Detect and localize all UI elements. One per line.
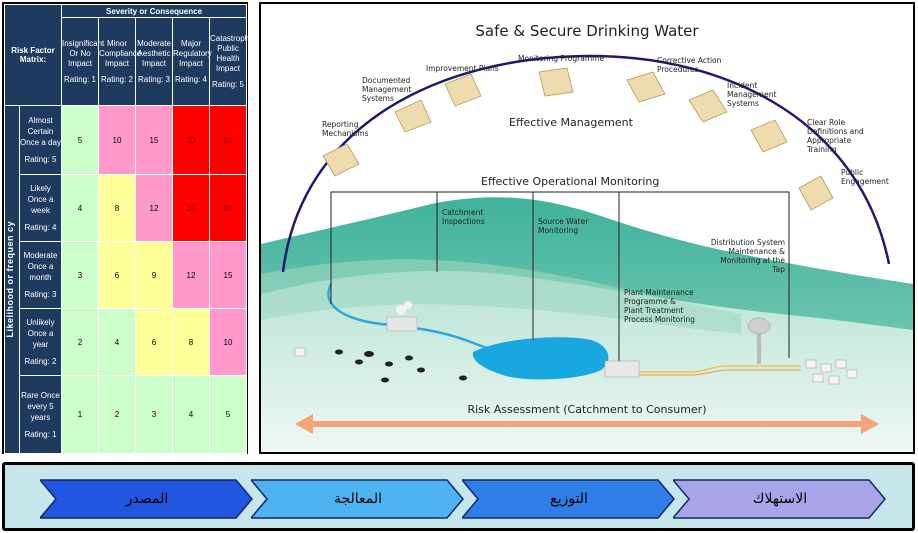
risk-cell: 12 <box>135 174 173 242</box>
diagram-illustration <box>261 54 913 452</box>
risk-cell: 12 <box>172 241 210 309</box>
risk-cell: 2 <box>98 375 136 454</box>
severity-header: Severity or Consequence <box>60 4 248 18</box>
label-incident-management-systems: Incident Management Systems <box>727 81 777 108</box>
risk-factor-matrix: Risk Factor Matrix: Severity or Conseque… <box>4 4 255 454</box>
risk-cell: 6 <box>98 241 136 309</box>
label-improvement-plans: Improvement Plans <box>426 64 499 73</box>
risk-cell: 4 <box>98 308 136 376</box>
label-corrective-action-procedures: Corrective Action Procedures <box>657 56 722 74</box>
step-arrow-shape <box>251 479 464 519</box>
step-arrow-shape <box>462 479 675 519</box>
label-public-engagement: Public Engagement <box>841 168 889 186</box>
monitoring-lines <box>330 191 790 361</box>
matrix-corner-label: Risk Factor Matrix: <box>4 4 62 106</box>
risk-cell: 25 <box>208 105 248 175</box>
risk-cell: 10 <box>98 105 136 175</box>
label-catchment-inspections: Catchment Inspections <box>442 208 485 226</box>
step-label: الاستهلاك <box>752 491 808 507</box>
risk-cell: 2 <box>61 308 99 376</box>
process-flow-bar: المصدر المعالجة التوزيع الاستهلاك <box>2 462 915 531</box>
step-arrow-fill <box>40 479 253 519</box>
risk-cell: 16 <box>172 174 210 242</box>
risk-matrix-panel: Risk Factor Matrix: Severity or Conseque… <box>2 2 255 454</box>
label-reporting-mechanisms: Reporting Mechanisms <box>322 120 369 138</box>
step-arrow-fill <box>251 479 464 519</box>
factory <box>386 316 418 332</box>
risk-cell: 20 <box>172 105 210 175</box>
risk-cell: 5 <box>61 105 99 175</box>
risk-cell: 15 <box>208 241 248 309</box>
diagram-title: Safe & Secure Drinking Water <box>475 22 699 40</box>
risk-cell: 10 <box>208 308 248 376</box>
cattle <box>335 349 467 383</box>
step-arrow-fill <box>462 479 675 519</box>
treatment-plant <box>604 360 640 378</box>
water-safety-diagram: Safe & Secure Drinking Water Effective M… <box>259 2 915 454</box>
risk-cell: 8 <box>98 174 136 242</box>
process-step-consumption: الاستهلاك <box>673 479 887 519</box>
risk-cell: 20 <box>208 174 248 242</box>
risk-assessment-arrow <box>295 414 879 434</box>
town-houses <box>294 347 858 385</box>
arc-tablets <box>322 67 834 211</box>
risk-cell: 15 <box>135 105 173 175</box>
risk-assessment-label: Risk Assessment (Catchment to Consumer) <box>467 403 707 416</box>
risk-cell: 4 <box>61 174 99 242</box>
risk-cell: 3 <box>61 241 99 309</box>
risk-cell: 3 <box>135 375 173 454</box>
step-label: المعالجة <box>333 491 383 507</box>
process-step-treatment: المعالجة <box>251 479 465 519</box>
step-label: التوزيع <box>550 491 588 507</box>
effective-operational-monitoring-label: Effective Operational Monitoring <box>481 175 660 188</box>
label-documented-management-systems: Documented Management Systems <box>362 76 412 103</box>
label-plant-maintenance: Plant Maintenance Programme & Plant Trea… <box>624 288 695 324</box>
label-source-water-monitoring: Source Water Monitoring <box>538 217 589 235</box>
process-step-source: المصدر <box>40 479 254 519</box>
step-arrow-shape <box>673 479 886 519</box>
step-arrow-shape <box>40 479 253 519</box>
reservoir <box>472 337 609 380</box>
process-step-distribution: التوزيع <box>462 479 676 519</box>
effective-management-label: Effective Management <box>509 116 633 129</box>
step-label: المصدر <box>125 491 169 507</box>
risk-cell: 1 <box>61 375 99 454</box>
likelihood-axis-label: Likelihood or frequen cy <box>4 105 20 454</box>
mid-field <box>261 259 741 334</box>
risk-cell: 6 <box>135 308 173 376</box>
label-monitoring-programme: Monitoring Programme <box>518 54 605 63</box>
risk-cell: 5 <box>208 375 248 454</box>
distribution-pipe <box>639 365 801 373</box>
risk-cell: 4 <box>172 375 210 454</box>
label-distribution-system: Distribution System Maintenance & Monito… <box>710 238 785 274</box>
label-clear-role-definitions: Clear Role Definitions and Appropriate T… <box>807 118 864 154</box>
step-arrow-fill <box>673 479 886 519</box>
risk-cell: 9 <box>135 241 173 309</box>
risk-cell: 8 <box>172 308 210 376</box>
water-tower <box>757 330 761 364</box>
